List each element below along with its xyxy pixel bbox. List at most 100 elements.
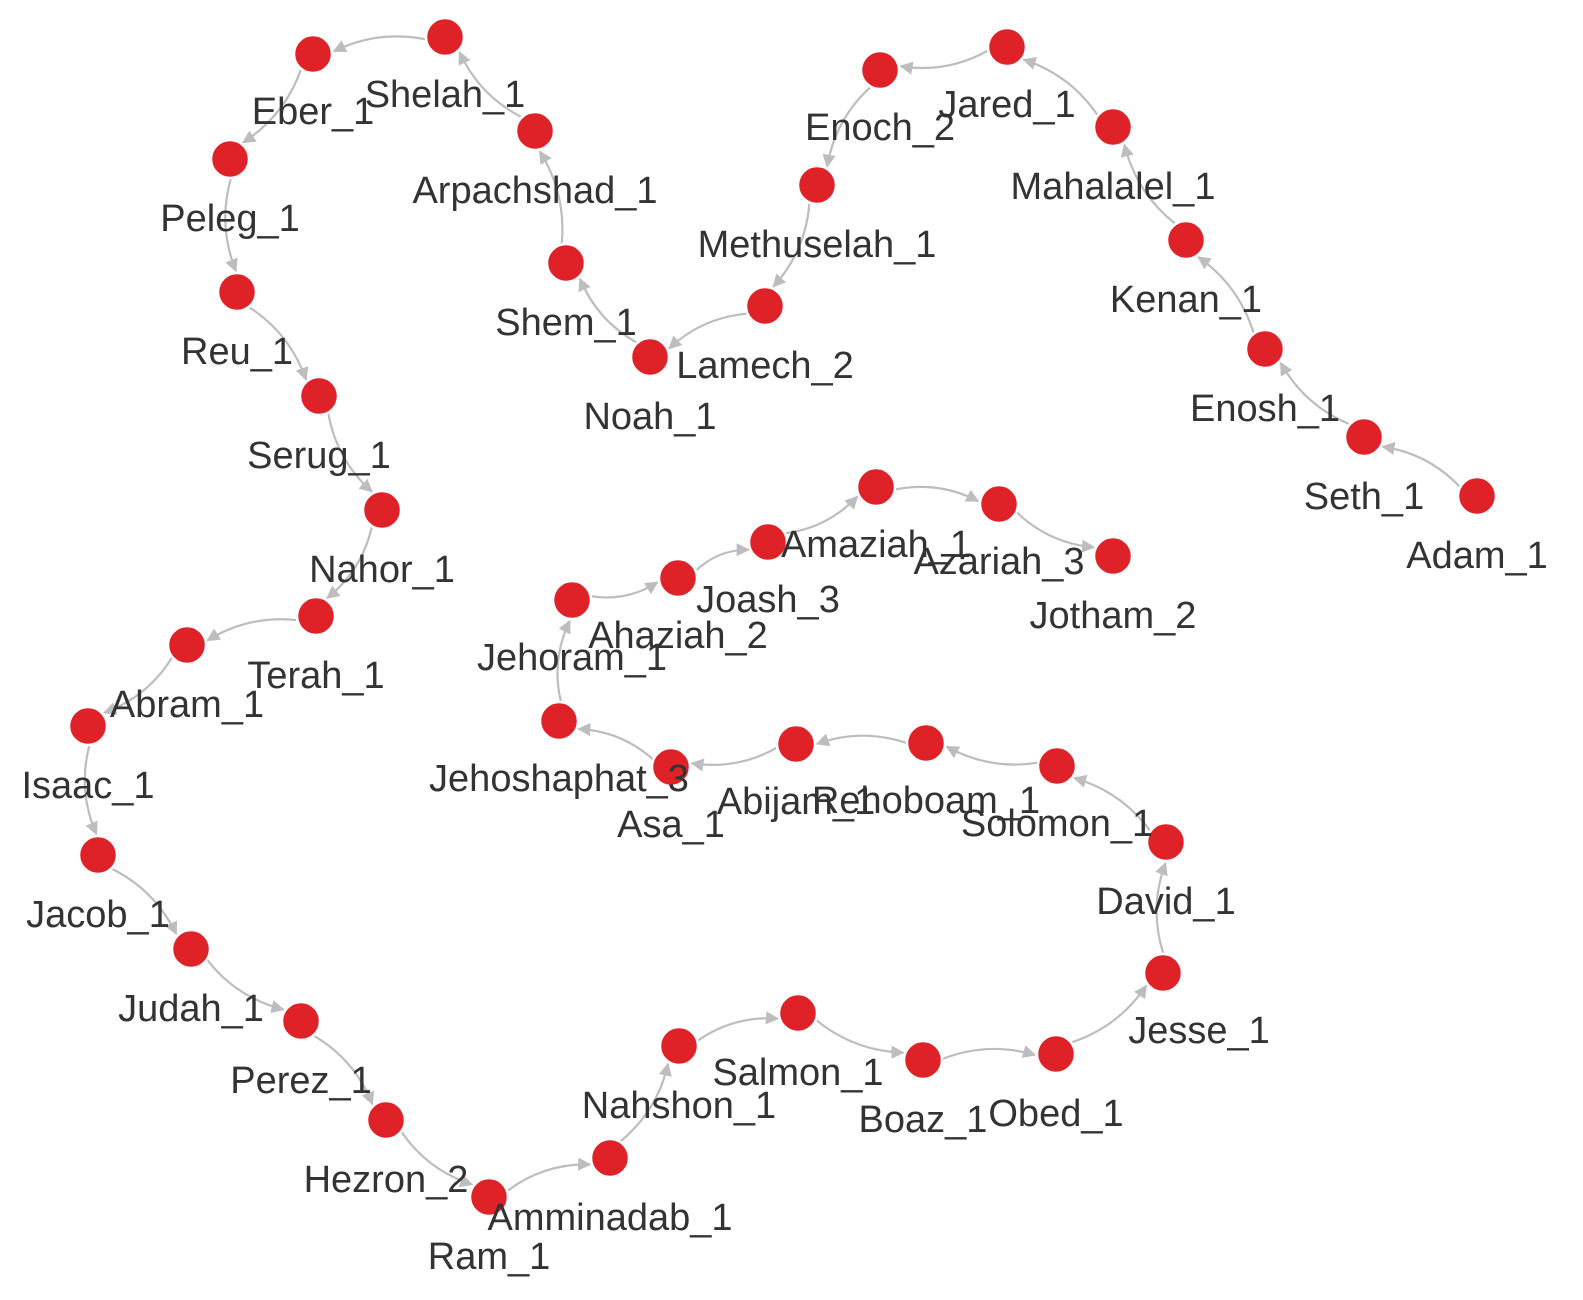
node-label-Isaac_1: Isaac_1 xyxy=(21,765,154,807)
node-label-Methuselah_1: Methuselah_1 xyxy=(698,224,937,266)
node-label-Jacob_1: Jacob_1 xyxy=(26,894,170,936)
node-label-Serug_1: Serug_1 xyxy=(247,435,391,477)
node-Shelah_1[interactable] xyxy=(424,16,466,58)
node-Nahshon_1[interactable] xyxy=(658,1025,700,1067)
edge-Jesse_1-to-David_1 xyxy=(1155,861,1168,955)
node-label-Azariah_3: Azariah_3 xyxy=(913,541,1084,583)
node-Jesse_1[interactable] xyxy=(1142,952,1184,994)
node-Perez_1[interactable] xyxy=(280,1000,322,1042)
edge-Enoch_2-to-Methuselah_1 xyxy=(822,85,872,168)
node-label-Abram_1: Abram_1 xyxy=(110,684,264,726)
node-Salmon_1[interactable] xyxy=(777,992,819,1034)
node-Hezron_2[interactable] xyxy=(365,1099,407,1141)
node-label-Shem_1: Shem_1 xyxy=(495,302,637,344)
edge-Asa_1-to-Jehoshaphat_3 xyxy=(577,722,655,761)
node-Amaziah_1[interactable] xyxy=(855,466,897,508)
node-Jacob_1[interactable] xyxy=(77,834,119,876)
node-label-Arpachshad_1: Arpachshad_1 xyxy=(412,170,657,212)
node-label-Kenan_1: Kenan_1 xyxy=(1110,279,1262,321)
node-label-Mahalalel_1: Mahalalel_1 xyxy=(1011,166,1216,208)
node-label-Nahshon_1: Nahshon_1 xyxy=(582,1085,776,1127)
node-Abijam_1[interactable] xyxy=(775,723,817,765)
edge-Boaz_1-to-Obed_1 xyxy=(941,1045,1037,1061)
node-Obed_1[interactable] xyxy=(1035,1033,1077,1075)
node-Eber_1[interactable] xyxy=(292,33,334,75)
node-label-Jared_1: Jared_1 xyxy=(938,84,1075,126)
node-Arpachshad_1[interactable] xyxy=(514,110,556,152)
node-Jehoram_1[interactable] xyxy=(551,579,593,621)
node-label-Jotham_2: Jotham_2 xyxy=(1030,595,1197,637)
edge-Nahor_1-to-Terah_1 xyxy=(326,525,374,600)
node-Terah_1[interactable] xyxy=(295,595,337,637)
node-label-Jehoram_1: Jehoram_1 xyxy=(477,637,667,679)
edge-Joash_3-to-Amaziah_1 xyxy=(784,495,859,535)
edge-Perez_1-to-Hezron_2 xyxy=(312,1034,375,1106)
node-Adam_1[interactable] xyxy=(1456,475,1498,517)
node-label-Solomon_1: Solomon_1 xyxy=(961,803,1153,845)
node-label-Amaziah_1: Amaziah_1 xyxy=(781,524,971,566)
node-label-Shelah_1: Shelah_1 xyxy=(365,74,526,116)
edge-Arpachshad_1-to-Shelah_1 xyxy=(458,50,523,119)
node-label-Joash_3: Joash_3 xyxy=(696,579,840,621)
node-label-Seth_1: Seth_1 xyxy=(1304,476,1424,518)
node-Mahalalel_1[interactable] xyxy=(1092,106,1134,148)
edge-Noah_1-to-Shem_1 xyxy=(578,277,638,344)
node-Joash_3[interactable] xyxy=(747,521,789,563)
node-Solomon_1[interactable] xyxy=(1036,745,1078,787)
edge-Nahshon_1-to-Salmon_1 xyxy=(696,1011,780,1042)
node-Jotham_2[interactable] xyxy=(1092,535,1134,577)
node-label-Enosh_1: Enosh_1 xyxy=(1190,388,1340,430)
edge-Salmon_1-to-Boaz_1 xyxy=(815,1018,905,1059)
node-label-Perez_1: Perez_1 xyxy=(230,1060,372,1102)
node-label-Noah_1: Noah_1 xyxy=(583,396,716,438)
node-label-Boaz_1: Boaz_1 xyxy=(859,1099,988,1141)
edge-Amminadab_1-to-Nahshon_1 xyxy=(619,1062,672,1143)
node-Reu_1[interactable] xyxy=(216,271,258,313)
node-Rehoboam_1[interactable] xyxy=(905,722,947,764)
node-Seth_1[interactable] xyxy=(1343,416,1385,458)
node-Noah_1[interactable] xyxy=(629,336,671,378)
node-Kenan_1[interactable] xyxy=(1165,219,1207,261)
edge-Judah_1-to-Perez_1 xyxy=(206,958,285,1013)
node-Amminadab_1[interactable] xyxy=(589,1137,631,1179)
edge-Methuselah_1-to-Lamech_2 xyxy=(772,202,811,288)
node-label-Asa_1: Asa_1 xyxy=(617,804,725,846)
node-Peleg_1[interactable] xyxy=(209,138,251,180)
edge-Isaac_1-to-Jacob_1 xyxy=(83,744,98,836)
node-label-Terah_1: Terah_1 xyxy=(247,655,384,697)
edge-Abijam_1-to-Asa_1 xyxy=(690,746,778,772)
edge-Eber_1-to-Peleg_1 xyxy=(241,68,303,144)
node-Nahor_1[interactable] xyxy=(361,489,403,531)
node-label-Ahaziah_2: Ahaziah_2 xyxy=(588,615,768,657)
node-Shem_1[interactable] xyxy=(545,242,587,284)
node-Ram_1[interactable] xyxy=(468,1176,510,1218)
node-Abram_1[interactable] xyxy=(166,624,208,666)
edge-Solomon_1-to-Rehoboam_1 xyxy=(945,745,1039,766)
node-Jared_1[interactable] xyxy=(986,26,1028,68)
node-Jehoshaphat_3[interactable] xyxy=(538,700,580,742)
node-Methuselah_1[interactable] xyxy=(796,164,838,206)
node-Asa_1[interactable] xyxy=(650,746,692,788)
node-Enosh_1[interactable] xyxy=(1244,328,1286,370)
node-Judah_1[interactable] xyxy=(170,928,212,970)
edge-Jared_1-to-Enoch_2 xyxy=(899,49,989,75)
node-label-Nahor_1: Nahor_1 xyxy=(309,549,455,591)
node-Ahaziah_2[interactable] xyxy=(657,557,699,599)
edge-Rehoboam_1-to-Abijam_1 xyxy=(815,733,908,747)
node-Lamech_2[interactable] xyxy=(744,285,786,327)
edge-Azariah_3-to-Jotham_2 xyxy=(1015,511,1096,553)
node-label-Amminadab_1: Amminadab_1 xyxy=(487,1197,732,1239)
node-David_1[interactable] xyxy=(1145,821,1187,863)
node-label-Obed_1: Obed_1 xyxy=(988,1093,1123,1135)
edge-David_1-to-Solomon_1 xyxy=(1072,774,1152,832)
node-Isaac_1[interactable] xyxy=(67,705,109,747)
node-Enoch_2[interactable] xyxy=(859,49,901,91)
node-Boaz_1[interactable] xyxy=(902,1039,944,1081)
edge-Adam_1-to-Seth_1 xyxy=(1381,441,1461,488)
node-Azariah_3[interactable] xyxy=(978,483,1020,525)
node-label-Judah_1: Judah_1 xyxy=(118,988,264,1030)
edge-Ahaziah_2-to-Joash_3 xyxy=(694,543,750,572)
edge-Ram_1-to-Amminadab_1 xyxy=(506,1157,592,1193)
node-Serug_1[interactable] xyxy=(298,375,340,417)
